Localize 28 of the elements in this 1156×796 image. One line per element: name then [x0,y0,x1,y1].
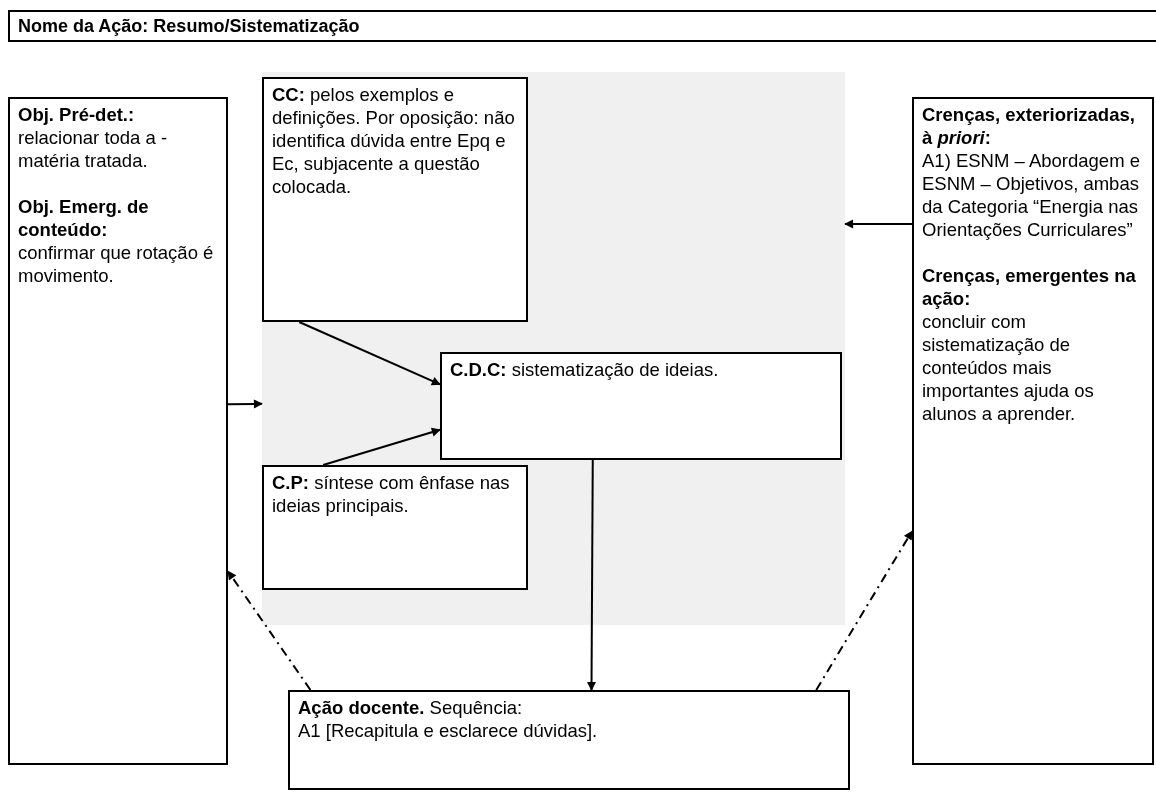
arrow [587,459,597,691]
text-box [8,97,228,765]
dash-dot-arrow [227,570,312,691]
arrow [322,427,441,466]
arrow [844,219,913,229]
text-box [262,465,528,590]
box-text: Ação docente. Sequência: [298,696,524,719]
text-box [262,77,528,322]
arrow [227,399,263,409]
box-text: A1 [Recapitula e esclarece dúvidas]. [298,719,599,742]
shaded-area [262,72,845,625]
box-text: CC: pelos exemplos e definições. Por oposição: não identifica dúvida entre Epq e Ec, subjacente a questão colocada. [272,83,516,198]
box-text: Crenças, emergentes na ação: [922,264,1137,310]
box-text: A1) ESNM – Abordagem e ESNM – Objetivos, ambas da Categoria “Energia nas Orientações Curriculares” [922,149,1141,241]
title-bar: Nome da Ação: Resumo/Sistematização [8,10,1156,42]
dash-dot-arrow [815,530,913,691]
box-text: relacionar toda a -matéria tratada. [18,126,169,172]
text-box [912,97,1154,765]
box-text: concluir com sistematização de conteúdos mais importantes ajuda os alunos a aprender. [922,310,1095,425]
box-text: confirmar que rotação é movimento. [18,241,215,287]
box-text: Obj. Emerg. de conteúdo: [18,195,150,241]
arrow [298,321,441,386]
box-text: C.D.C: sistematização de ideias. [450,358,720,381]
text-box [288,690,850,790]
box-text: C.P: síntese com ênfase nas ideias principais. [272,471,511,517]
text-box [440,352,842,460]
box-text: Crenças, exteriorizadas, à priori: [922,103,1136,149]
box-text: Obj. Pré-det.: [18,103,136,126]
